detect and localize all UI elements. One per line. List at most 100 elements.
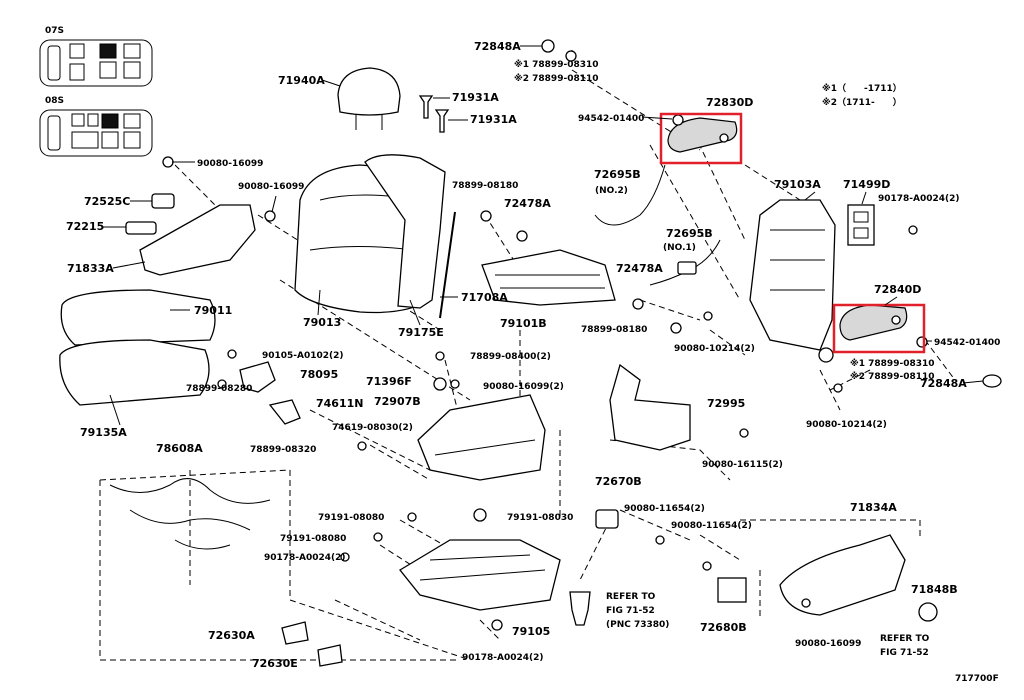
label-72695b-2: 72695B (666, 227, 713, 240)
label-90080-16099-d: 90080-16099 (795, 639, 861, 649)
label-90178-a0024-c: 90178-A0024(2) (462, 653, 544, 663)
label-90080-11654-a: 90080-11654(2) (624, 504, 705, 514)
label-94542-top: 94542-01400 (578, 114, 644, 124)
seat-track-cover (609, 363, 691, 451)
label-79191-08030: 79191-08030 (507, 513, 573, 523)
seat-adjuster-lower (399, 539, 561, 611)
label-refer2-line1: REFER TO (880, 634, 930, 644)
cap-71848b (918, 602, 938, 622)
cable-assemblies (594, 164, 721, 286)
headrest (337, 67, 401, 130)
label-79135a: 79135A (80, 426, 127, 439)
label-79103a: 79103A (774, 178, 821, 191)
seat-back-rod (439, 211, 456, 319)
label-78899-08180-b: 78899-08180 (581, 325, 647, 335)
highlight-72840d (832, 303, 926, 354)
highlight-72830d (659, 112, 743, 165)
label-90080-11654-b: 90080-11654(2) (671, 521, 752, 531)
seat-layout-inset-07s: 07S (39, 26, 153, 87)
headrest-guide-pins (418, 95, 450, 133)
label-72478a-2: 72478A (616, 262, 663, 275)
label-74611n: 74611N (316, 397, 363, 410)
lifter-connection-lever-bottom (839, 304, 908, 341)
label-71931a-1: 71931A (452, 91, 499, 104)
label-72215: 72215 (66, 220, 104, 233)
seat-cushion-cover (59, 289, 216, 406)
label-refer1-line2: FIG 71-52 (606, 606, 655, 616)
label-71848b: 71848B (911, 583, 958, 596)
label-79013: 79013 (303, 316, 341, 329)
label-71940a: 71940A (278, 74, 325, 87)
label-72630e: 72630E (252, 657, 298, 670)
label-90080-16099-c: 90080-16099(2) (483, 382, 564, 392)
label-72695b-1: 72695B (594, 168, 641, 181)
label-78899-08280: 78899-08280 (186, 384, 252, 394)
label-79101b: 79101B (500, 317, 547, 330)
label-78899-08110-bot: ※2 78899-08110 (850, 371, 935, 382)
label-72670b: 72670B (595, 475, 642, 488)
seat-cushion-frame (481, 249, 616, 306)
label-78899-08110-top: ※2 78899-08110 (514, 73, 599, 84)
label-78899-08320: 78899-08320 (250, 445, 316, 455)
note-1: ※1（ -1711） (822, 83, 902, 94)
label-78899-08400: 78899-08400(2) (470, 352, 551, 362)
label-71708a: 71708A (461, 291, 508, 304)
label-71833a: 71833A (67, 262, 114, 275)
label-78095: 78095 (300, 368, 338, 381)
inset-label-07s: 07S (45, 26, 64, 36)
inset-label-08s: 08S (45, 96, 64, 106)
label-refer2-line2: FIG 71-52 (880, 648, 929, 658)
seat-layout-inset-08s: 08S (39, 96, 153, 157)
label-refer1-line3: (PNC 73380) (606, 620, 669, 630)
knob-72848a-bottom (982, 374, 1002, 388)
label-72848a-top: 72848A (474, 40, 521, 53)
label-72695b-1-note: (NO.2) (595, 186, 628, 196)
label-78608a: 78608A (156, 442, 203, 455)
label-72907b: 72907B (374, 395, 421, 408)
note-2: ※2（1711- ） (822, 97, 902, 108)
label-90080-16115: 90080-16115(2) (702, 460, 783, 470)
belt-buckle-ref (569, 591, 591, 626)
label-78899-08180-a: 78899-08180 (452, 181, 518, 191)
figure-id: 717700F (955, 674, 999, 684)
cover-72670b (595, 509, 619, 529)
label-90105-a0102: 90105-A0102(2) (262, 351, 344, 361)
label-72630a: 72630A (208, 629, 255, 642)
label-72680b: 72680B (700, 621, 747, 634)
label-74619-08030: 74619-08030(2) (332, 423, 413, 433)
label-90080-16099-b: 90080-16099 (238, 182, 304, 192)
label-72995: 72995 (707, 397, 745, 410)
label-refer1-line1: REFER TO (606, 592, 656, 602)
outer-cushion-shield (125, 193, 256, 276)
outer-cushion-shield-right (779, 534, 906, 616)
label-71834a: 71834A (850, 501, 897, 514)
label-72695b-2-note: (NO.1) (663, 243, 696, 253)
label-90080-10214-a: 90080-10214(2) (674, 344, 755, 354)
fasteners (162, 39, 928, 631)
label-71499d: 71499D (843, 178, 890, 191)
label-78899-08310-top: ※1 78899-08310 (514, 59, 599, 70)
wire-harness (109, 478, 271, 550)
label-78899-08310-bot: ※1 78899-08310 (850, 358, 935, 369)
label-leaders (103, 45, 984, 426)
part-labels: 72848A ※1 78899-08310 ※2 78899-08110 945… (66, 40, 1000, 684)
leader-lines (99, 50, 956, 661)
bracket-71499d (847, 204, 875, 246)
seat-back-frame (749, 199, 836, 363)
bracket-74611n (268, 399, 301, 425)
seat-back-pad (364, 154, 446, 309)
label-72848a-bot: 72848A (920, 377, 967, 390)
bracket-78095 (239, 361, 276, 393)
label-90178-a0024-a: 90178-A0024(2) (878, 194, 960, 204)
label-79191-08080-b: 79191-08080 (280, 534, 346, 544)
label-79105: 79105 (512, 625, 550, 638)
label-94542-bot: 94542-01400 (934, 338, 1000, 348)
label-90178-a0024-b: 90178-A0024(2) (264, 553, 346, 563)
seat-adjuster-upper (417, 394, 546, 481)
label-79191-08080-a: 79191-08080 (318, 513, 384, 523)
covers-72630 (281, 621, 343, 667)
label-71396f: 71396F (366, 375, 412, 388)
label-90080-10214-b: 90080-10214(2) (806, 420, 887, 430)
